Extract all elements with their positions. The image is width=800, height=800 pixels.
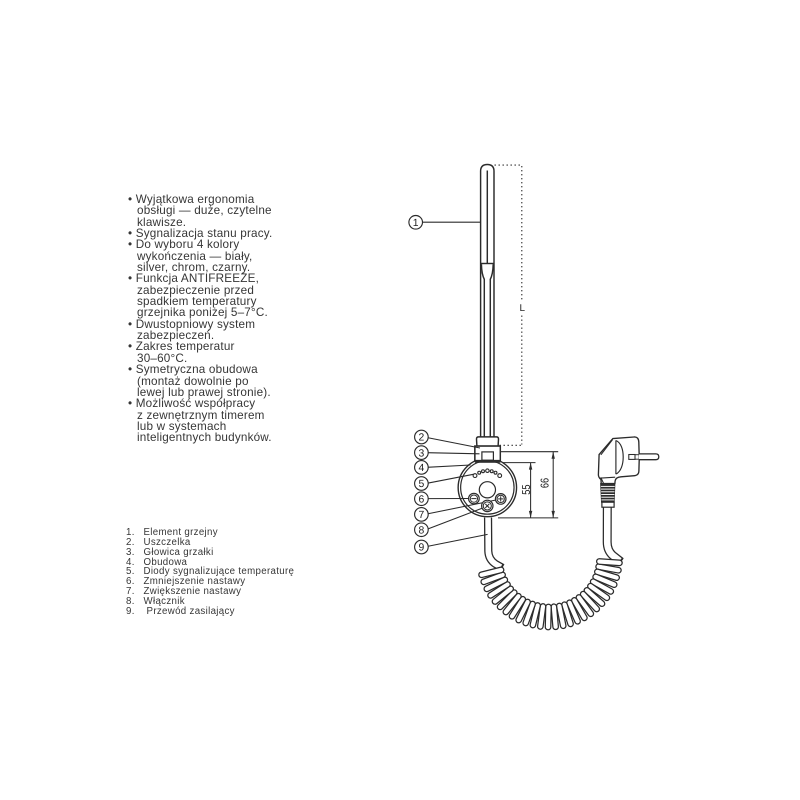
svg-text:2: 2: [419, 433, 425, 444]
svg-text:5: 5: [419, 479, 425, 490]
svg-text:9: 9: [419, 543, 425, 554]
svg-text:6: 6: [419, 494, 425, 505]
svg-text:7: 7: [419, 510, 425, 521]
svg-text:8: 8: [419, 525, 425, 536]
svg-text:66: 66: [539, 478, 551, 488]
svg-text:1: 1: [413, 218, 419, 229]
svg-text:55: 55: [521, 484, 533, 494]
svg-text:L: L: [520, 303, 526, 314]
svg-text:3: 3: [419, 448, 425, 459]
svg-text:4: 4: [419, 463, 425, 474]
